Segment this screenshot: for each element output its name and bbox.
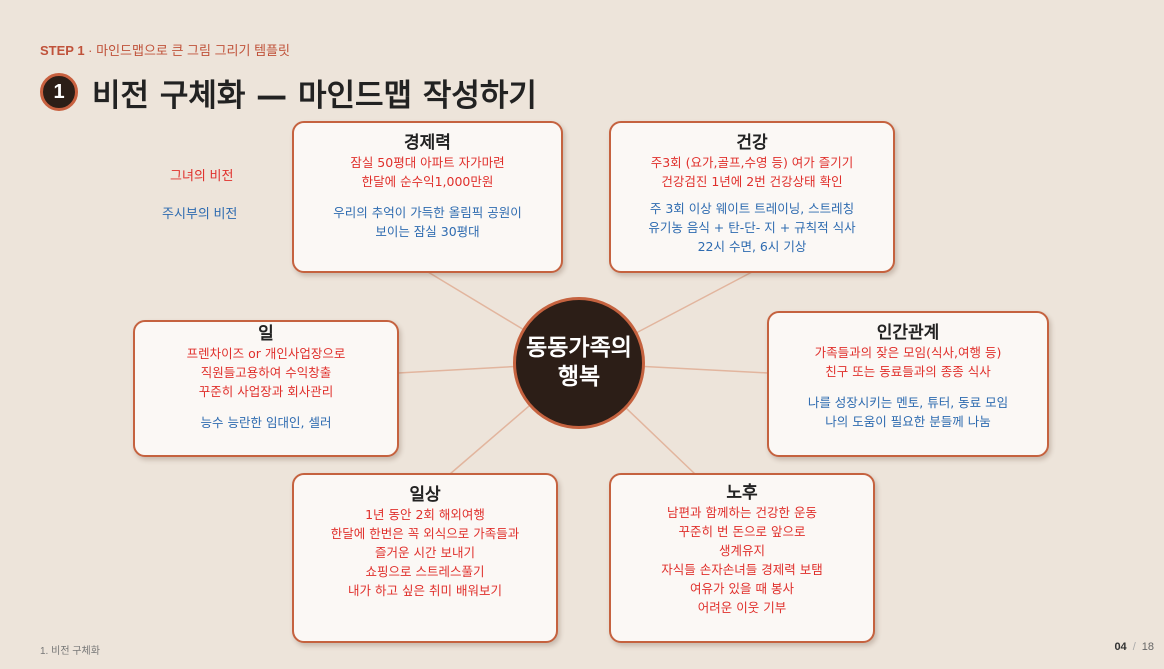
page-indicator: 04 / 18	[1114, 641, 1154, 653]
her-line: 주3회 (요가,골프,수영 등) 여가 즐기기	[650, 155, 854, 170]
page-separator: /	[1132, 641, 1136, 653]
node-title: 건강	[736, 133, 768, 153]
her-line: 1년 동안 2회 해외여행	[365, 507, 485, 522]
her-line: 프렌차이즈 or 개인사업장으로	[186, 346, 346, 361]
node-title: 경제력	[404, 133, 451, 153]
her-line: 친구 또는 동료들과의 종종 식사	[825, 364, 991, 379]
node-wealth: 경제력 잠실 50평대 아파트 자가마련 한달에 순수익1,000만원 우리의 …	[292, 121, 563, 273]
page-title: 비전 구체화 — 마인드맵 작성하기	[92, 77, 537, 114]
her-line: 어려운 이웃 기부	[697, 600, 787, 615]
her-line: 꾸준히 사업장과 회사관리	[198, 384, 334, 399]
her-line: 여유가 있을 때 봉사	[690, 581, 794, 596]
center-text-line2: 행복	[557, 364, 601, 390]
her-line: 즐거운 시간 보내기	[375, 545, 475, 560]
her-line: 직원들고용하여 수익창출	[200, 365, 332, 380]
node-title: 일상	[409, 485, 441, 505]
her-line: 건강검진 1년에 2번 건강상태 확인	[661, 174, 843, 189]
node-title: 노후	[726, 483, 758, 503]
her-line: 잠실 50평대 아파트 자가마련	[350, 155, 505, 170]
his-line: 나를 성장시키는 멘토, 튜터, 동료 모임	[807, 395, 1009, 410]
her-line: 자식들 손자손녀들 경제력 보탬	[661, 562, 823, 577]
her-line: 생계유지	[718, 543, 765, 558]
step-label: STEP 1 · 마인드맵으로 큰 그림 그리기 템플릿	[40, 40, 290, 59]
legend-his-vision: 주시부의 비전	[162, 206, 238, 221]
her-line: 남편과 함께하는 건강한 운동	[667, 505, 817, 520]
total-pages: 18	[1141, 641, 1154, 653]
node-relations: 인간관계 가족들과의 잦은 모임(식사,여행 등) 친구 또는 동료들과의 종종…	[767, 311, 1049, 457]
her-line: 쇼핑으로 스트레스풀기	[365, 564, 485, 579]
step-number: STEP 1	[40, 43, 85, 58]
node-retirement: 노후 남편과 함께하는 건강한 운동 꾸준히 번 돈으로 앞으로 생계유지 자식…	[609, 473, 875, 643]
his-line: 보이는 잠실 30평대	[375, 224, 480, 239]
his-line: 나의 도움이 필요한 분들께 나눔	[825, 414, 991, 429]
node-health: 건강 주3회 (요가,골프,수영 등) 여가 즐기기 건강검진 1년에 2번 건…	[609, 121, 895, 273]
her-line: 한달에 순수익1,000만원	[361, 174, 494, 189]
center-node: 동동가족의 행복	[513, 297, 645, 429]
his-line: 주 3회 이상 웨이트 트레이닝, 스트레칭	[649, 201, 855, 216]
step-description: · 마인드맵으로 큰 그림 그리기 템플릿	[84, 43, 290, 58]
legend-her-vision: 그녀의 비전	[170, 168, 234, 183]
his-line: 22시 수면, 6시 기상	[697, 239, 807, 254]
his-line: 유기농 음식 + 탄-단- 지 + 규칙적 식사	[648, 220, 856, 235]
center-text-line1: 동동가족의	[526, 335, 632, 361]
her-line: 한달에 한번은 꼭 외식으로 가족들과	[330, 526, 520, 541]
his-line: 우리의 추억이 가득한 올림픽 공원이	[333, 205, 522, 220]
node-title: 인간관계	[876, 323, 940, 343]
node-daily: 일상 1년 동안 2회 해외여행 한달에 한번은 꼭 외식으로 가족들과 즐거운…	[292, 473, 558, 643]
her-line: 가족들과의 잦은 모임(식사,여행 등)	[814, 345, 1002, 360]
footer-section: 1. 비전 구체화	[40, 646, 100, 657]
her-line: 내가 하고 싶은 취미 배워보기	[348, 583, 502, 598]
his-line: 능수 능란한 임대인, 셀러	[200, 415, 332, 430]
node-title: 일	[258, 324, 274, 344]
node-work: 일 프렌차이즈 or 개인사업장으로 직원들고용하여 수익창출 꾸준히 사업장과…	[133, 320, 399, 457]
title-row: 1 비전 구체화 — 마인드맵 작성하기	[40, 70, 537, 114]
section-number-badge: 1	[40, 73, 78, 111]
current-page: 04	[1114, 641, 1127, 653]
her-line: 꾸준히 번 돈으로 앞으로	[678, 524, 806, 539]
